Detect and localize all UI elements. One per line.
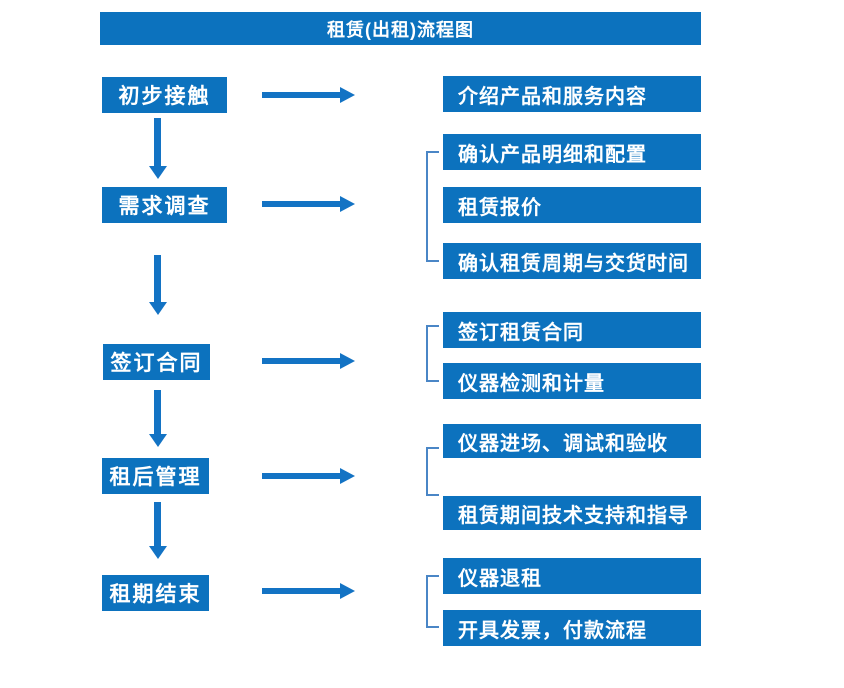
down-arrow-icon — [148, 502, 167, 559]
detail-label: 租赁期间技术支持和指导 — [458, 504, 689, 527]
detail-label: 开具发票，付款流程 — [458, 619, 647, 642]
arrow-shaft — [262, 92, 340, 98]
arrow-shaft — [262, 201, 340, 207]
detail-invoice-payment: 开具发票，付款流程 — [443, 610, 701, 646]
arrow-shaft — [262, 358, 340, 364]
step-label: 租期结束 — [109, 583, 202, 606]
detail-label: 租赁报价 — [458, 196, 542, 219]
detail-technical-support: 租赁期间技术支持和指导 — [443, 496, 701, 530]
detail-label: 确认产品明细和配置 — [458, 143, 647, 166]
step-initial-contact: 初步接触 — [102, 77, 227, 113]
detail-instrument-testing: 仪器检测和计量 — [443, 363, 701, 399]
detail-label: 仪器进场、调试和验收 — [458, 432, 668, 455]
arrow-shaft — [262, 588, 340, 594]
step-label: 签订合同 — [110, 352, 203, 375]
arrow-head — [148, 302, 167, 315]
group-bracket — [426, 325, 439, 382]
arrow-shaft — [154, 390, 161, 434]
detail-label: 仪器退租 — [458, 567, 542, 590]
right-arrow-icon — [262, 196, 355, 212]
detail-instrument-installation: 仪器进场、调试和验收 — [443, 424, 701, 458]
arrow-head — [340, 353, 355, 369]
detail-sign-rental-contract: 签订租赁合同 — [443, 312, 701, 348]
arrow-head — [148, 546, 167, 559]
right-arrow-icon — [262, 583, 355, 599]
step-post-rental-management: 租后管理 — [102, 458, 209, 494]
detail-label: 签订租赁合同 — [458, 321, 584, 344]
detail-introduce-products: 介绍产品和服务内容 — [443, 76, 701, 112]
arrow-head — [340, 468, 355, 484]
group-bracket — [426, 447, 439, 496]
step-rental-end: 租期结束 — [102, 575, 209, 611]
step-label: 初步接触 — [118, 85, 211, 108]
group-bracket — [426, 575, 439, 628]
step-sign-contract: 签订合同 — [103, 344, 210, 380]
right-arrow-icon — [262, 468, 355, 484]
step-label: 需求调查 — [118, 195, 211, 218]
down-arrow-icon — [148, 255, 167, 315]
flowchart-title-bar: 租赁(出租)流程图 — [100, 12, 701, 45]
down-arrow-icon — [148, 118, 167, 179]
arrow-shaft — [154, 118, 161, 166]
detail-label: 介绍产品和服务内容 — [458, 85, 647, 108]
detail-confirm-product-details: 确认产品明细和配置 — [443, 134, 701, 170]
detail-rental-quotation: 租赁报价 — [443, 187, 701, 223]
arrow-shaft — [154, 502, 161, 546]
step-demand-survey: 需求调查 — [102, 187, 227, 223]
flowchart-title: 租赁(出租)流程图 — [327, 19, 474, 40]
detail-label: 仪器检测和计量 — [458, 372, 605, 395]
group-bracket — [426, 151, 439, 262]
arrow-head — [340, 583, 355, 599]
step-label: 租后管理 — [109, 466, 202, 489]
arrow-head — [340, 87, 355, 103]
right-arrow-icon — [262, 353, 355, 369]
down-arrow-icon — [148, 390, 167, 447]
detail-label: 确认租赁周期与交货时间 — [458, 252, 689, 275]
arrow-head — [148, 434, 167, 447]
detail-confirm-rental-period: 确认租赁周期与交货时间 — [443, 243, 701, 279]
detail-instrument-return: 仪器退租 — [443, 558, 701, 594]
arrow-shaft — [262, 473, 340, 479]
arrow-shaft — [154, 255, 161, 302]
right-arrow-icon — [262, 87, 355, 103]
arrow-head — [340, 196, 355, 212]
arrow-head — [148, 166, 167, 179]
